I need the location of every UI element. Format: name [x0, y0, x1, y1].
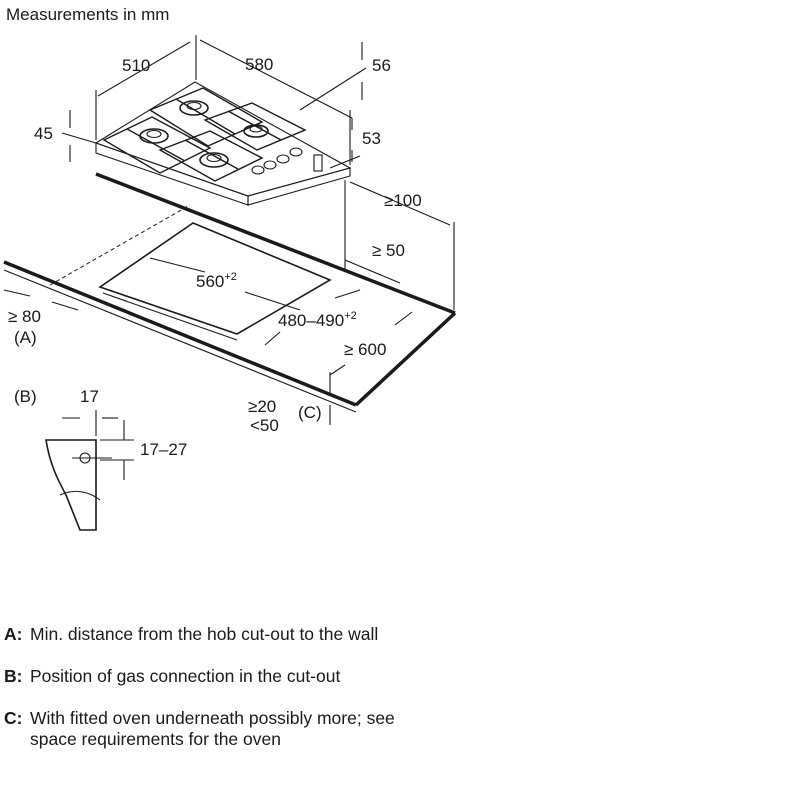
marker-c: (C): [298, 403, 322, 422]
dim-clearance-back: ≥100: [384, 191, 422, 210]
dim-gas-offset-y: 17–27: [140, 440, 187, 459]
legend: A: Min. distance from the hob cut-out to…: [4, 624, 444, 771]
legend-key: A:: [4, 624, 23, 644]
dim-worktop-thickness-min: ≥20: [248, 397, 276, 416]
dim-hob-height-front: 45: [34, 124, 53, 143]
dim-clearance-side: ≥ 50: [372, 241, 405, 260]
dimension-lines: [3, 35, 451, 425]
legend-key: B:: [4, 666, 23, 686]
marker-a: (A): [14, 328, 37, 347]
dim-wall-distance: ≥ 80: [8, 307, 41, 326]
worktop-drawing: [3, 172, 457, 413]
dim-cutout-width: 560+2: [196, 271, 237, 291]
dim-cutout-depth: 480–490+2: [278, 310, 357, 330]
burner-icon: [139, 128, 169, 144]
legend-item-b: B: Position of gas connection in the cut…: [4, 666, 444, 687]
dim-gas-offset-x: 17: [80, 387, 99, 406]
dim-hob-depth: 510: [122, 56, 150, 75]
burner-icon: [199, 152, 229, 168]
control-knobs: [251, 147, 303, 175]
marker-b: (B): [14, 387, 37, 406]
dim-cutout-width-tolerance: +2: [224, 271, 237, 283]
legend-text: Min. distance from the hob cut-out to th…: [30, 624, 379, 644]
dim-hob-underside: 53: [362, 129, 381, 148]
dim-cutout-depth-tolerance: +2: [344, 310, 357, 322]
dim-hob-height-back: 56: [372, 56, 391, 75]
dim-worktop-depth: ≥ 600: [344, 340, 386, 359]
legend-text: Position of gas connection in the cut-ou…: [30, 666, 341, 686]
dim-hob-width: 580: [245, 55, 273, 74]
burner-icon: [179, 100, 209, 116]
diagram-heading: Measurements in mm: [6, 5, 170, 24]
legend-key: C:: [4, 708, 23, 728]
legend-item-c: C: With fitted oven underneath possibly …: [4, 708, 444, 750]
burner-icon: [243, 124, 269, 138]
dim-cutout-depth-value: 480–490: [278, 311, 344, 330]
hob-drawing: [94, 81, 352, 206]
legend-item-a: A: Min. distance from the hob cut-out to…: [4, 624, 444, 645]
dim-cutout-width-value: 560: [196, 272, 224, 291]
gas-connection-detail: [45, 410, 134, 531]
legend-text: With fitted oven underneath possibly mor…: [30, 708, 395, 749]
dim-worktop-thickness-max: <50: [250, 416, 279, 435]
